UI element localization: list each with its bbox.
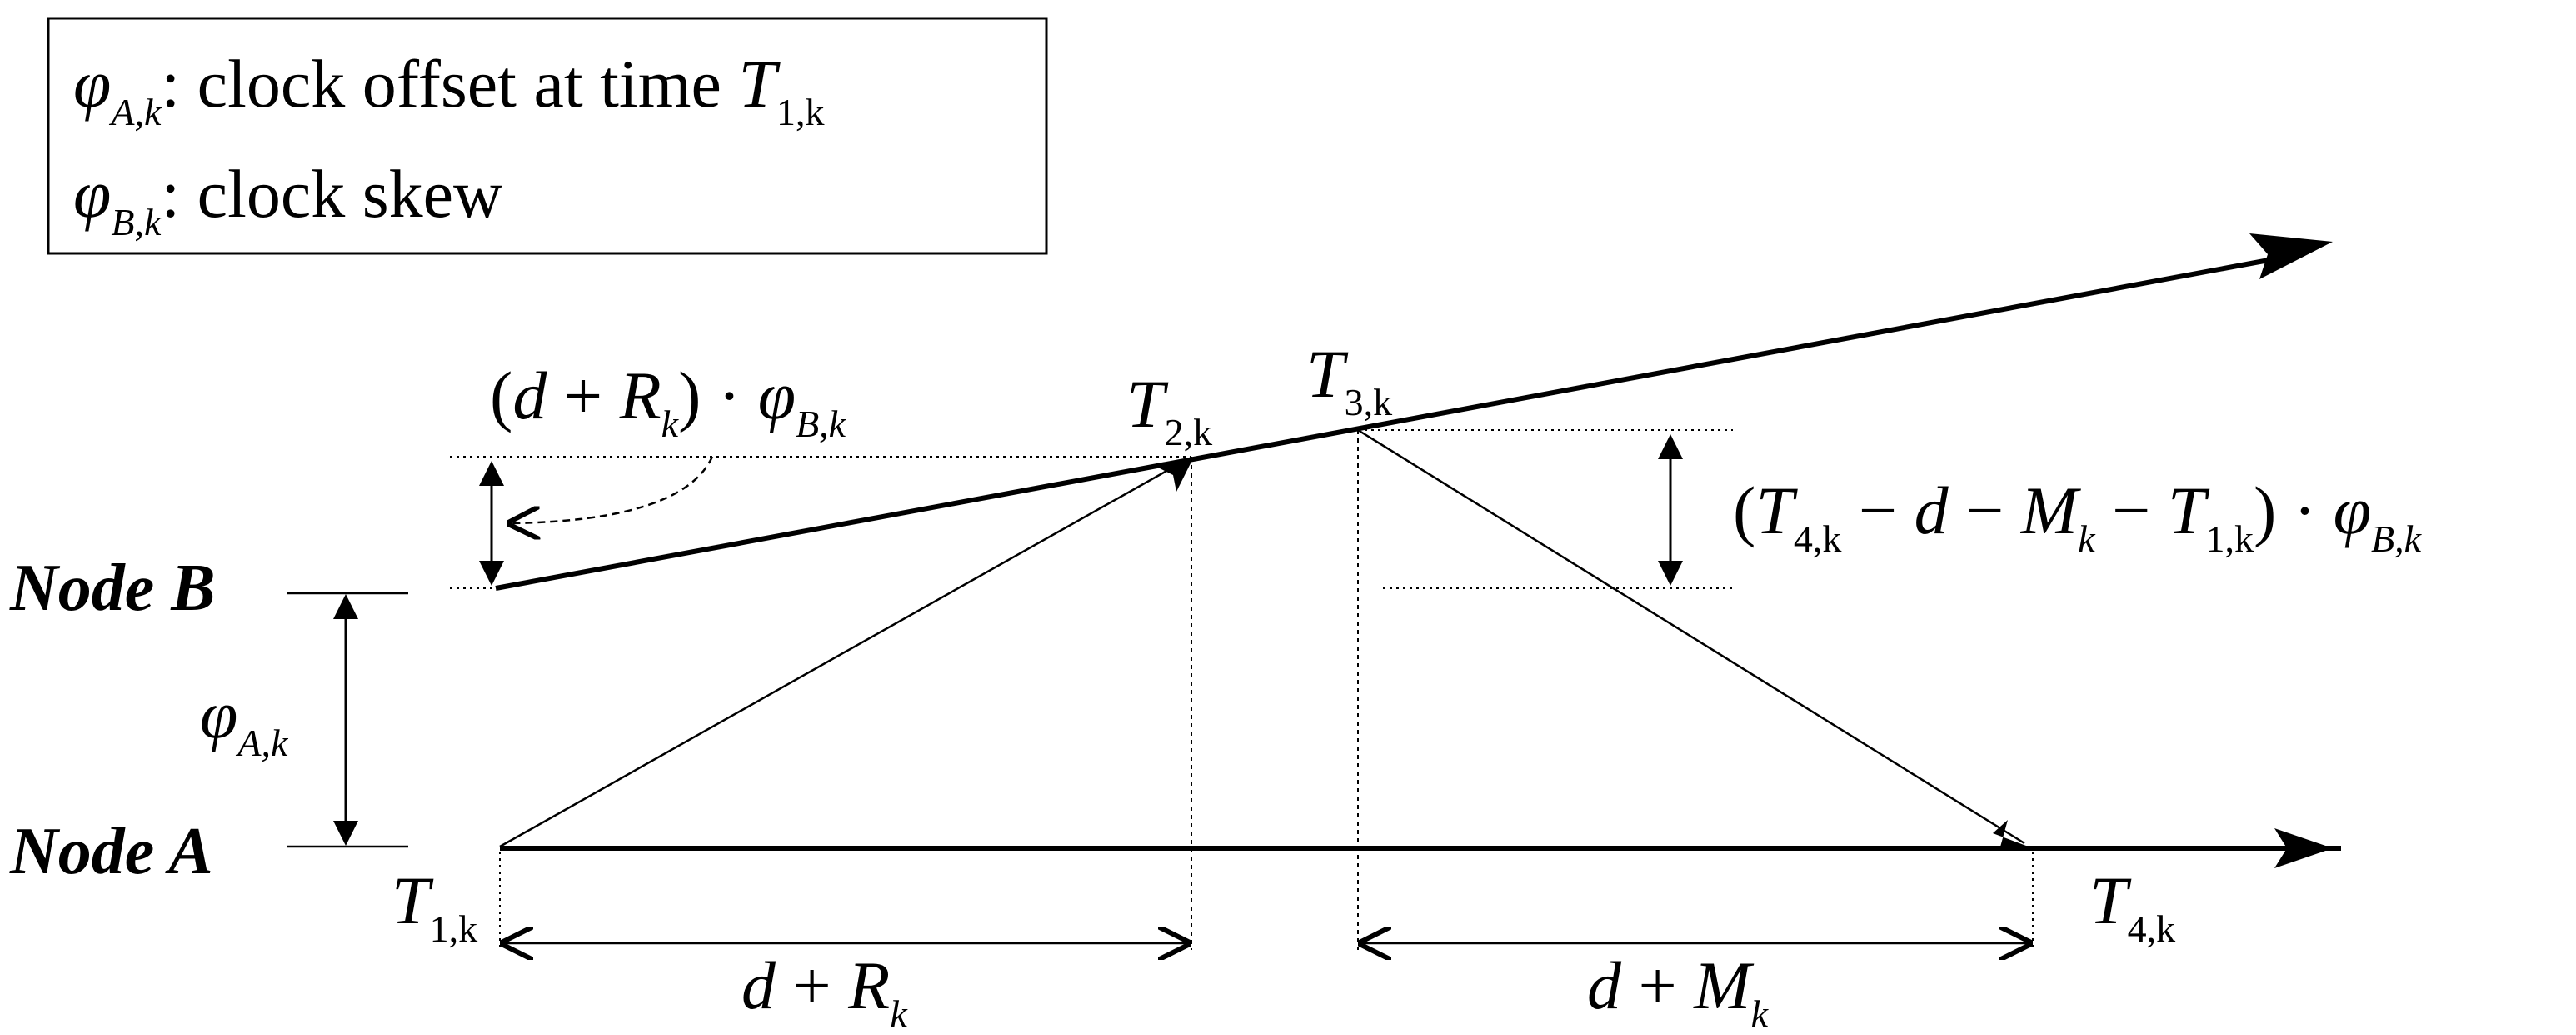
node-b-axis-arrowhead <box>2249 233 2333 279</box>
legend-skew-line: φB,k: clock skew <box>73 156 502 243</box>
node-b-axis <box>495 254 2288 591</box>
message-b-to-a <box>1357 428 2025 845</box>
expr-skew-offset-left: (d + Rk) · φB,k <box>490 358 847 445</box>
leader-curve <box>510 456 714 523</box>
timestamp-t1: T1,k <box>392 862 477 950</box>
legend-box <box>47 17 1048 255</box>
node-a-axis-arrowhead <box>2274 828 2333 868</box>
message-a-to-b <box>499 461 1182 848</box>
offset-label: φA,k <box>200 677 289 764</box>
message-a-to-b-head <box>1156 458 1193 492</box>
timestamp-t3: T3,k <box>1306 336 1392 423</box>
legend-offset-line: φA,k: clock offset at time T1,k <box>73 46 825 133</box>
message-b-to-a-head <box>1993 820 2033 850</box>
node-b-label: Node B <box>9 552 216 625</box>
span-left-label: d + Rk <box>741 948 908 1035</box>
span-right-label: d + Mk <box>1587 948 1770 1035</box>
expr-skew-offset-right: (T4,k − d − Mk − T1,k) · φB,k <box>1733 472 2423 560</box>
node-a-label: Node A <box>9 815 213 888</box>
timestamp-t2: T2,k <box>1126 366 1212 453</box>
timestamp-t4: T4,k <box>2089 862 2175 950</box>
